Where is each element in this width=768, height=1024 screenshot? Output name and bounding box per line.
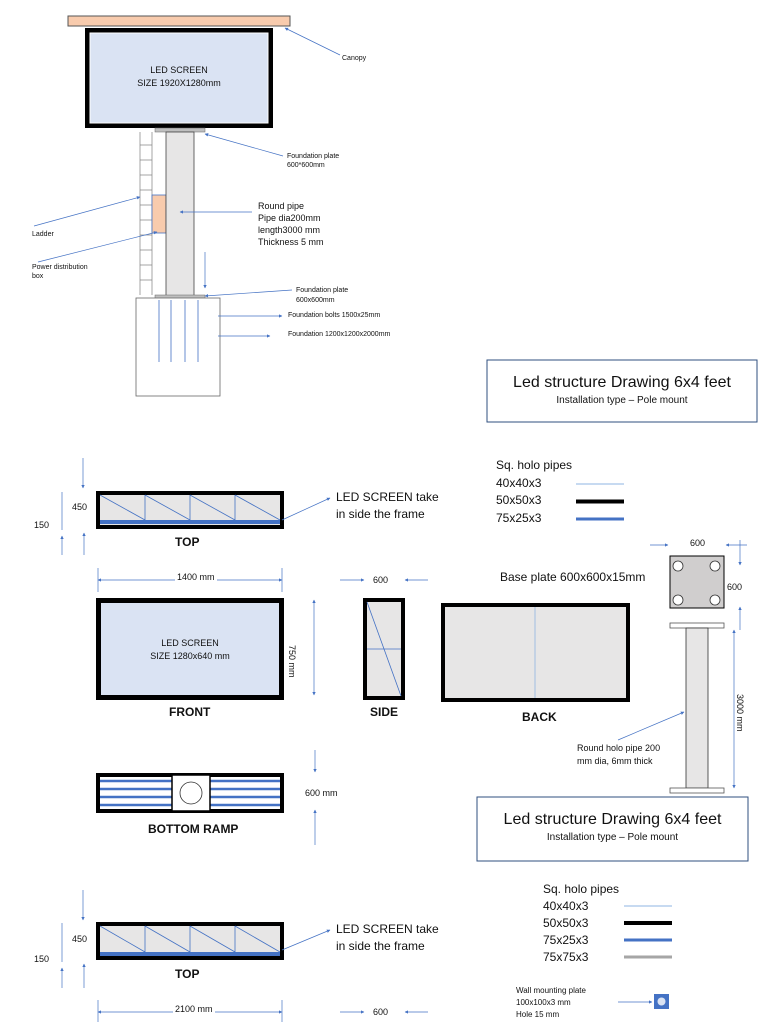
back-view (441, 603, 630, 702)
back-view-label: BACK (522, 710, 557, 724)
top-note-line1: LED SCREEN take (336, 490, 439, 504)
legend-1-item-1: 50x50x3 (496, 493, 542, 507)
base-plate-label: Base plate 600x600x15mm (500, 570, 646, 584)
leaders-top (33, 27, 341, 338)
round-pipe-dia: Pipe dia200mm (258, 213, 321, 223)
power-box-label-2: box (32, 273, 44, 280)
foundation-label: Foundation 1200x1200x2000mm (288, 331, 391, 338)
ladder (139, 132, 153, 295)
round-pipe-label: Round pipe (258, 201, 305, 211)
wall-plate-line3: Hole 15 mm (516, 1010, 560, 1019)
width2-dim: 2100 mm (173, 1004, 215, 1014)
round-pipe-thickness: Thickness 5 mm (258, 237, 324, 247)
power-box-label: Power distribution (32, 264, 88, 271)
pole-note-line1: Round holo pipe 200 (577, 743, 661, 753)
top-dim-150: 150 (34, 520, 50, 530)
ladder-label: Ladder (32, 231, 54, 238)
top2-dim-150: 150 (34, 954, 50, 964)
ramp-label: BOTTOM RAMP (148, 822, 239, 836)
round-pipe (165, 131, 195, 297)
front-view (96, 598, 284, 700)
power-distribution-box (151, 194, 167, 234)
foundation-bolts (158, 300, 199, 362)
wall-plate-line2: 100x100x3 mm (516, 998, 571, 1007)
title-block-2-border (476, 796, 749, 862)
pole-height-dim: 3000 mm (735, 692, 745, 734)
bottom-ramp (96, 773, 284, 813)
legend-2-item-3: 75x75x3 (543, 950, 589, 964)
screen-label-1: LED SCREEN (150, 65, 208, 75)
foundation-plate-bottom-size: 600x600mm (296, 297, 335, 304)
foundation-block (135, 297, 221, 397)
pole-elevation (33, 15, 341, 397)
width-dim: 1400 mm (175, 572, 217, 582)
led-screen-panel (89, 32, 269, 124)
screen-size-2: SIZE 1280x640 mm (150, 651, 230, 661)
side-dim: 600 (373, 575, 389, 585)
base-plate-detail (617, 540, 747, 794)
canopy-label: Canopy (342, 55, 367, 62)
screen-size-1: SIZE 1920X1280mm (137, 78, 221, 88)
title-block-1-border (486, 359, 758, 423)
top2-dim-450: 450 (72, 934, 88, 944)
ramp-dim: 600 mm (305, 788, 338, 798)
round-pipe-length: length3000 mm (258, 225, 321, 235)
foundation-plate-bottom-label: Foundation plate (296, 287, 349, 294)
top2-view-label: TOP (175, 967, 200, 981)
subtitle-2: Installation type – Pole mount (546, 832, 679, 843)
legend-2-item-2: 75x25x3 (543, 933, 589, 947)
top-dim-450: 450 (72, 502, 88, 512)
top-view-label: TOP (175, 535, 200, 549)
pole-note-line2: mm dia, 6mm thick (577, 756, 653, 766)
front-view-label: FRONT (169, 705, 211, 719)
legend-2-swatches (624, 905, 672, 959)
top-view-1 (60, 458, 331, 555)
legend-2-heading: Sq. holo pipes (543, 882, 620, 896)
foundation-plate-top-label: Foundation plate (287, 153, 340, 160)
top-note-line2: in side the frame (336, 507, 425, 521)
side2-dim: 600 (373, 1007, 389, 1017)
legend-2-item-0: 40x40x3 (543, 899, 589, 913)
legend-1-heading: Sq. holo pipes (496, 458, 573, 472)
side-view (363, 598, 405, 700)
title-2: Led structure Drawing 6x4 feet (503, 811, 722, 828)
foundation-plate-top-size: 600*600mm (287, 162, 325, 169)
subtitle-1: Installation type – Pole mount (556, 395, 688, 406)
top2-note-line2: in side the frame (336, 939, 425, 953)
top-view-2 (60, 890, 428, 1022)
base-plate-dim-side: 600 (727, 582, 743, 592)
title-1: Led structure Drawing 6x4 feet (513, 374, 731, 391)
top-foundation-plate (154, 127, 206, 133)
legend-1-item-2: 75x25x3 (496, 511, 542, 525)
foundation-bolts-label: Foundation bolts 1500x25mm (288, 312, 381, 319)
side-view-label: SIDE (370, 705, 399, 719)
base-plate-dim-top: 600 (690, 538, 706, 548)
legend-1-item-0: 40x40x3 (496, 476, 542, 490)
canopy (67, 15, 291, 27)
legend-2-item-1: 50x50x3 (543, 916, 589, 930)
wall-plate-line1: Wall mounting plate (516, 986, 586, 995)
height-dim: 750 mm (287, 643, 297, 680)
screen-label-2: LED SCREEN (161, 638, 219, 648)
legend-1-swatches (576, 483, 624, 521)
wall-plate-symbol (618, 994, 669, 1009)
top2-note-line1: LED SCREEN take (336, 922, 439, 936)
